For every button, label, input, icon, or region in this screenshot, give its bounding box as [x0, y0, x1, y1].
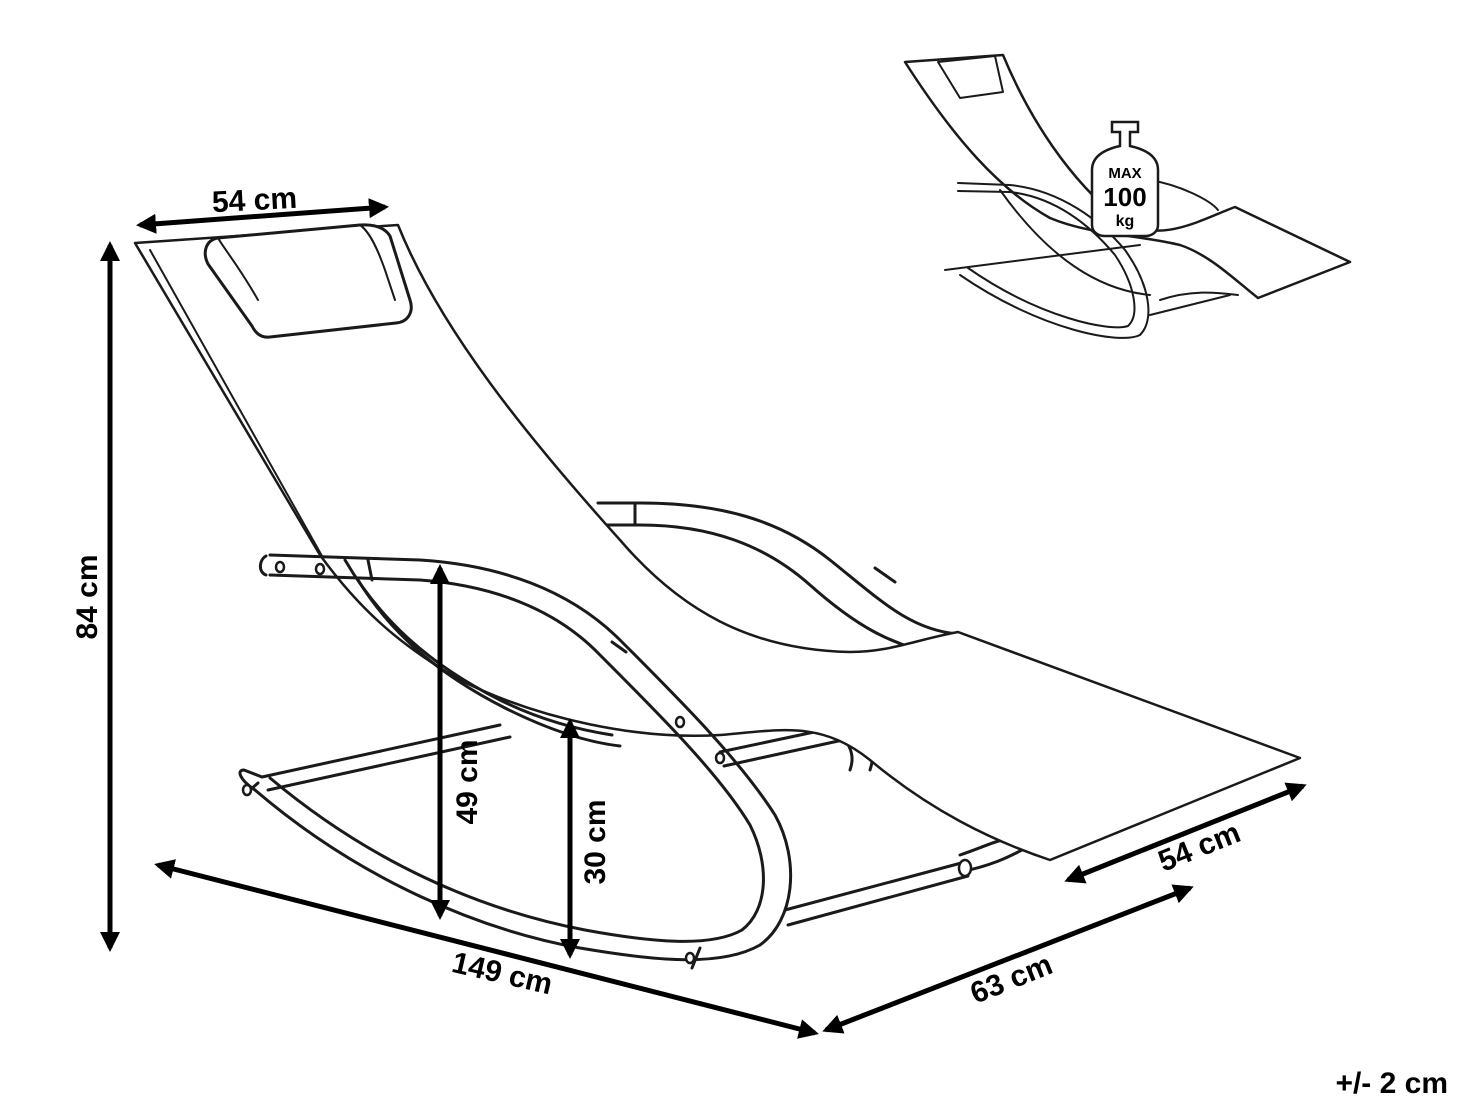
dim-total-length	[154, 859, 819, 1039]
tolerance-note: +/- 2 cm	[1335, 1067, 1448, 1100]
dim-backrest-width	[136, 198, 389, 234]
dim-total-depth	[822, 884, 1194, 1034]
label-seat-height: 30 cm	[579, 799, 612, 884]
max-load-label: MAX	[1108, 165, 1141, 182]
dimension-lines	[100, 198, 1307, 1039]
label-backrest-width: 54 cm	[211, 182, 298, 219]
max-load-value: 100	[1103, 182, 1146, 212]
rocking-lounger-thumbnail	[903, 53, 1352, 339]
label-armrest-height: 49 cm	[451, 739, 484, 824]
max-load-unit: kg	[1116, 213, 1135, 230]
dim-footrest-width	[1064, 782, 1307, 884]
label-total-height: 84 cm	[71, 554, 104, 639]
weight-icon: MAX 100 kg	[1090, 120, 1160, 238]
